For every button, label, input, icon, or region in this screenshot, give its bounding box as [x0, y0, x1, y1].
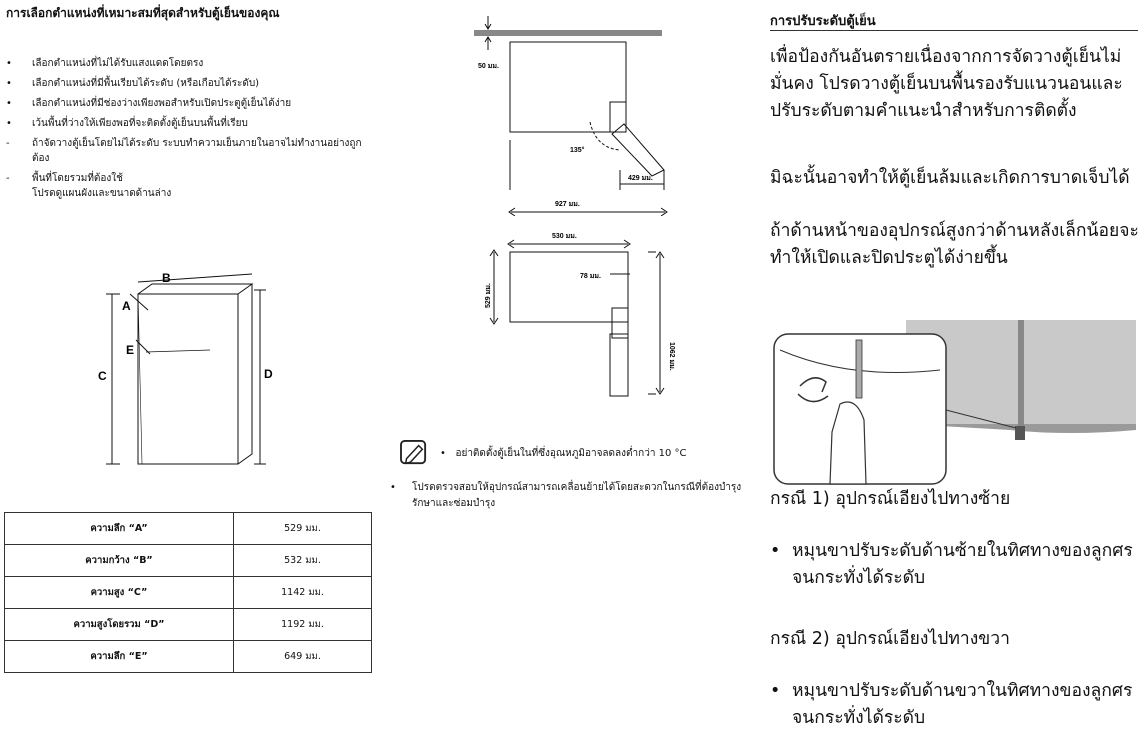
section-title-leveling: การปรับระดับตู้เย็น: [770, 14, 876, 29]
bullet-mark: •: [440, 448, 446, 459]
case-1-instruction-text: หมุนขาปรับระดับด้านซ้ายในทิศทางของลูกศรจ…: [792, 541, 1133, 589]
table-row: ความกว้าง “B”532 มม.: [4, 544, 372, 577]
hinge-block: [611, 307, 629, 339]
label-d: D: [264, 367, 273, 381]
door-arc: [589, 121, 621, 151]
note-pencil-icon: [400, 440, 427, 465]
bullet-text: ถ้าจัดวางตู้เย็นโดยไม่ได้ระดับ ระบบทำควา…: [32, 138, 362, 164]
bullet-text: เลือกตำแหน่งที่มีช่องว่างเพียงพอสำหรับเป…: [32, 98, 292, 109]
table-cell-value: 532 มม.: [233, 544, 372, 577]
title-divider: [770, 30, 1138, 31]
bullet-mark: •: [770, 681, 781, 701]
inner-label: 78 มม.: [580, 273, 601, 280]
leveling-paragraph-1: เพื่อป้องกันอันตรายเนื่องจากการจัดวางตู้…: [770, 47, 1123, 122]
side-width-label: 530 มม.: [552, 233, 577, 240]
table-cell-label: ความกว้าง “B”: [4, 544, 234, 577]
angle-label: 135°: [570, 146, 585, 154]
table-cell-value: 1192 มม.: [233, 608, 372, 641]
bullet-mark: •: [6, 58, 12, 69]
case-2-heading: กรณี 2) อุปกรณ์เอียงไปทางขวา: [770, 629, 1010, 649]
door-clearance-diagram: 50 มม. 135° 429 มม.: [474, 16, 665, 190]
list-item: • เว้นพื้นที่ว่างให้เพียงพอที่จะติดตั้งตู…: [6, 116, 376, 131]
list-item: - ถ้าจัดวางตู้เย็นโดยไม่ได้ระดับ ระบบทำคว…: [6, 136, 376, 166]
table-cell-label: ความสูง “C”: [4, 576, 234, 609]
list-item: - พื้นที่โดยรวมที่ต้องใช้โปรดดูแผนผังและข…: [6, 171, 376, 201]
bullet-mark: •: [390, 482, 396, 493]
leveling-paragraph-3: ถ้าด้านหน้าของอุปกรณ์สูงกว่าด้านหลังเล็ก…: [770, 221, 1139, 269]
bullet-text: พื้นที่โดยรวมที่ต้องใช้: [32, 173, 123, 184]
list-item: • เลือกตำแหน่งที่มีช่องว่างเพียงพอสำหรับเ…: [6, 96, 376, 111]
bullet-text: เลือกตำแหน่งที่ไม่ได้รับแสงแดดโดยตรง: [32, 58, 204, 69]
dimension-line-e: [135, 339, 151, 355]
label-e: E: [126, 343, 134, 357]
door-line: [145, 349, 211, 353]
fridge-3d-edges: [137, 283, 254, 465]
location-bullet-list: • เลือกตำแหน่งที่ไม่ได้รับแสงแดดโดยตรง • เ…: [6, 56, 376, 206]
section-title-location: การเลือกตำแหน่งที่เหมาะสมที่สุดสำหรับตู้…: [6, 6, 280, 20]
table-row: ความลึก “E”649 มม.: [4, 640, 372, 673]
dimension-line-a: [129, 293, 149, 311]
door-hinge-block: [609, 101, 627, 133]
case-2-instruction: • หมุนขาปรับระดับด้านขวาในทิศทางของลูกศรจ…: [770, 678, 1140, 732]
table-cell-value: 649 มม.: [233, 640, 372, 673]
bullet-text: เลือกตำแหน่งที่มีพื้นเรียบได้ระดับ (หรือ…: [32, 78, 260, 89]
fridge-dimension-diagram: B A E C D: [98, 271, 273, 465]
bullet-mark: •: [6, 118, 12, 129]
bullet-mark: -: [6, 173, 10, 184]
side-depth-label: 529 มม.: [485, 283, 492, 308]
side-view-diagram: 530 มม. 78 มม. 529 มม. 1062 มม.: [485, 233, 675, 397]
total-width-dimension: 927 มม.: [508, 201, 668, 216]
label-a: A: [122, 299, 131, 313]
table-cell-label: ความลึก “A”: [4, 512, 234, 545]
leveling-foot-illustration: [773, 320, 1136, 485]
fridge-top-view: [509, 41, 627, 133]
list-item: • เลือกตำแหน่งที่ไม่ได้รับแสงแดดโดยตรง: [6, 56, 376, 71]
note-maintenance: • โปรดตรวจสอบให้อุปกรณ์สามารถเคลื่อนย้ายไ…: [390, 480, 750, 511]
hand: [829, 401, 867, 485]
table-row: ความลึก “A”529 มม.: [4, 512, 372, 545]
fridge-side-view: [509, 251, 629, 323]
bullet-text-second-line: โปรดดูแผนผังและขนาดด้านล่าง: [32, 188, 172, 199]
rotate-arrow-icon: [797, 377, 829, 403]
label-c: C: [98, 369, 107, 383]
bullet-mark: •: [770, 541, 781, 561]
table-cell-label: ความสูงโดยรวม “D”: [4, 608, 234, 641]
dimension-line-b: [137, 273, 253, 283]
table-row: ความสูงโดยรวม “D”1192 มม.: [4, 608, 372, 641]
table-cell-value: 529 มม.: [233, 512, 372, 545]
total-depth-label: 927 มม.: [555, 201, 580, 208]
dimension-table: ความลึก “A”529 มม. ความกว้าง “B”532 มม. …: [4, 512, 372, 673]
gap-label: 50 มม.: [478, 63, 499, 70]
table-cell-value: 1142 มม.: [233, 576, 372, 609]
note-temperature: • อย่าติดตั้งตู้เย็นในที่ซึ่งอุณหภูมิอาจ…: [440, 446, 687, 461]
note-maintenance-text: โปรดตรวจสอบให้อุปกรณ์สามารถเคลื่อนย้ายได…: [412, 482, 742, 509]
case-2-instruction-text: หมุนขาปรับระดับด้านขวาในทิศทางของลูกศรจน…: [792, 681, 1133, 729]
bullet-mark: -: [6, 138, 10, 149]
list-item: • เลือกตำแหน่งที่มีพื้นเรียบได้ระดับ (หรื…: [6, 76, 376, 91]
table-cell-label: ความลึก “E”: [4, 640, 234, 673]
side-height-label: 1062 มม.: [668, 342, 675, 371]
leveling-foot: [1015, 426, 1025, 440]
bullet-mark: •: [6, 78, 12, 89]
door-side: [609, 333, 629, 397]
leveling-paragraph-2: มิฉะนั้นอาจทำให้ตู้เย็นล้มและเกิดการบาดเ…: [770, 168, 1130, 188]
note-temperature-text: อย่าติดตั้งตู้เย็นในที่ซึ่งอุณหภูมิอาจลด…: [455, 448, 687, 459]
table-row: ความสูง “C”1142 มม.: [4, 576, 372, 609]
bullet-text: เว้นพื้นที่ว่างให้เพียงพอที่จะติดตั้งตู้…: [32, 118, 248, 129]
case-1-heading: กรณี 1) อุปกรณ์เอียงไปทางซ้าย: [770, 489, 1011, 509]
side-clearance-label: 429 มม.: [628, 175, 653, 182]
bullet-mark: •: [6, 98, 12, 109]
fridge-front-outline: [137, 293, 239, 465]
label-b: B: [162, 271, 171, 285]
wall-bar: [474, 30, 662, 36]
case-1-instruction: • หมุนขาปรับระดับด้านซ้ายในทิศทางของลูกศร…: [770, 538, 1140, 592]
